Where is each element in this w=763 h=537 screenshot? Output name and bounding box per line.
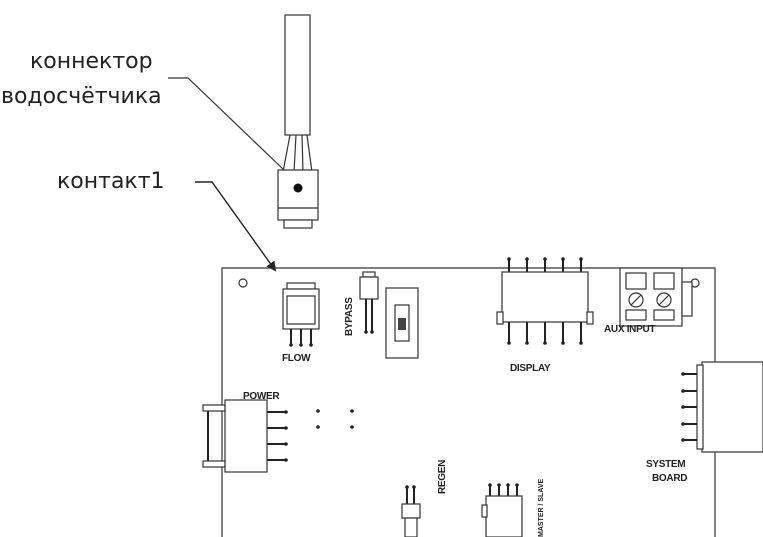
flow-connector: FLOW (282, 282, 320, 364)
display-label: DISPLAY (510, 363, 551, 374)
power-label: POWER (243, 391, 280, 402)
aux-input-terminal: AUX INPUT (604, 267, 693, 335)
slide-switch (385, 287, 419, 359)
board-label: BOARD (652, 473, 687, 484)
pin1-dot (293, 183, 303, 193)
meter-connector-plug (277, 169, 319, 229)
system-board-connector: SYSTEM BOARD (646, 361, 763, 484)
regen-connector: REGEN (401, 460, 448, 537)
connector-leader-line (168, 77, 285, 171)
bypass-connector: BYPASS (344, 271, 379, 336)
meter-cable (282, 14, 313, 173)
connector-label-line2: водосчётчика (1, 84, 162, 109)
master-slave-connector: MASTER / SLAVE (481, 478, 545, 537)
flow-label: FLOW (282, 353, 311, 364)
power-connector: POWER (202, 391, 288, 473)
test-points (316, 409, 354, 429)
master-slave-label: MASTER / SLAVE (538, 478, 545, 537)
connector-label-line1: коннектор (30, 49, 153, 74)
system-label: SYSTEM (646, 459, 685, 470)
contact-arrow (195, 181, 277, 272)
aux-input-label: AUX INPUT (604, 324, 655, 335)
mounting-hole-left (238, 278, 248, 288)
bypass-label: BYPASS (344, 297, 355, 336)
display-connector: DISPLAY (496, 257, 594, 374)
contact-label: контакт1 (57, 169, 165, 194)
regen-label: REGEN (437, 460, 448, 494)
